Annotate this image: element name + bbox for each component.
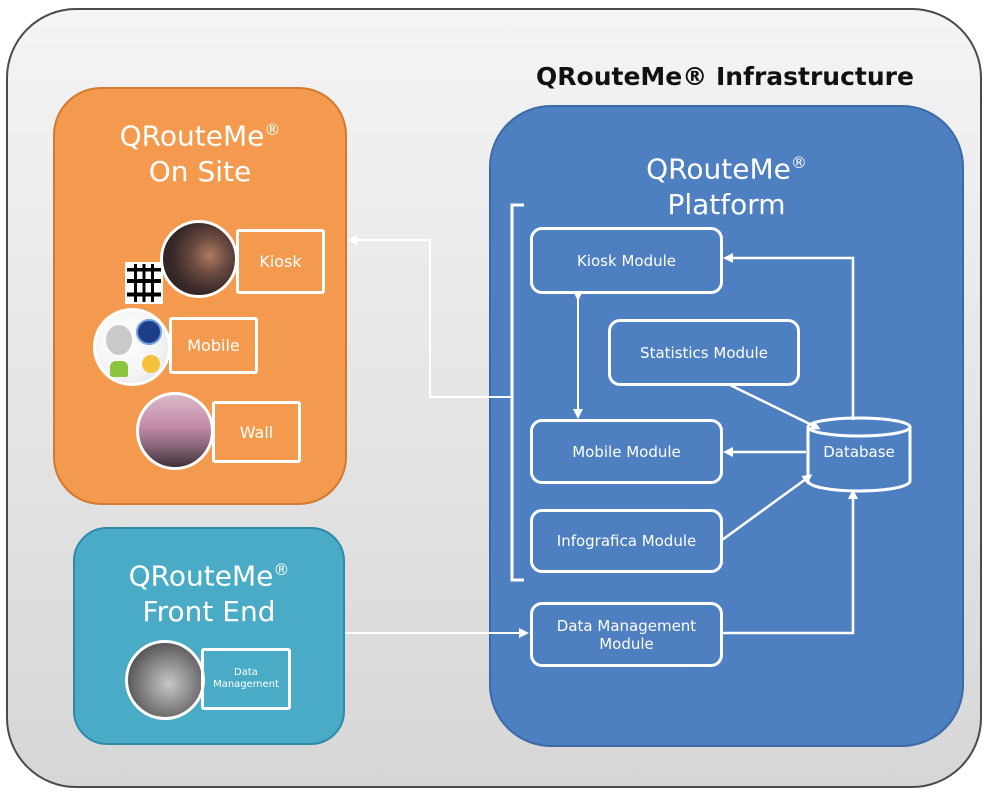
infrastructure-title: QRouteMe® Infrastructure: [536, 62, 914, 91]
mobile-module-box[interactable]: Mobile Module: [530, 419, 723, 484]
platform-bracket: [510, 203, 524, 582]
kiosk-module-label: Kiosk Module: [577, 251, 676, 270]
statistics-module-label: Statistics Module: [640, 343, 768, 362]
apple-icon: [106, 325, 132, 355]
infografica-to-database-arrow: [721, 474, 813, 542]
data-management-module-label-1: Data Management: [556, 616, 697, 635]
database-label: Database: [823, 443, 895, 461]
statistics-to-database-arrow: [729, 383, 821, 430]
platform-to-onsite-arrow: [347, 235, 512, 398]
database-to-kiosk-arrow: [723, 253, 855, 420]
data-management-module-box[interactable]: Data Management Module: [530, 602, 723, 667]
onsite-item-mobile[interactable]: Mobile: [169, 317, 258, 374]
mobile-label: Mobile: [187, 336, 240, 355]
android-icon: [110, 361, 128, 377]
windows-icon: [136, 319, 162, 345]
data-management-photo: [125, 640, 205, 720]
datamgmt-to-database-arrow: [722, 489, 858, 635]
onsite-item-kiosk[interactable]: Kiosk: [236, 229, 325, 294]
zenith-icon: [142, 355, 160, 373]
kiosk-label: Kiosk: [259, 252, 302, 271]
platform-group: [489, 105, 964, 747]
mobile-os-logos: [93, 308, 171, 386]
infografica-module-box[interactable]: Infografica Module: [530, 509, 723, 573]
data-management-label-1: Data: [234, 667, 258, 678]
onsite-title: QRouteMe® On Site: [119, 119, 281, 189]
kiosk-module-box[interactable]: Kiosk Module: [530, 227, 723, 294]
qr-code-icon: [125, 262, 163, 304]
frontend-title: QRouteMe® Front End: [128, 559, 290, 629]
frontend-item-data-management[interactable]: Data Management: [201, 648, 291, 710]
data-management-module-label-2: Module: [599, 634, 654, 653]
statistics-module-box[interactable]: Statistics Module: [608, 319, 800, 386]
wall-label: Wall: [239, 422, 274, 442]
data-management-label-2: Management: [213, 679, 279, 690]
database-icon[interactable]: [805, 415, 913, 495]
platform-title: QRouteMe® Platform: [646, 152, 807, 222]
mobile-module-label: Mobile Module: [572, 442, 681, 461]
infografica-module-label: Infografica Module: [556, 532, 697, 550]
onsite-item-wall[interactable]: Wall: [212, 401, 301, 463]
